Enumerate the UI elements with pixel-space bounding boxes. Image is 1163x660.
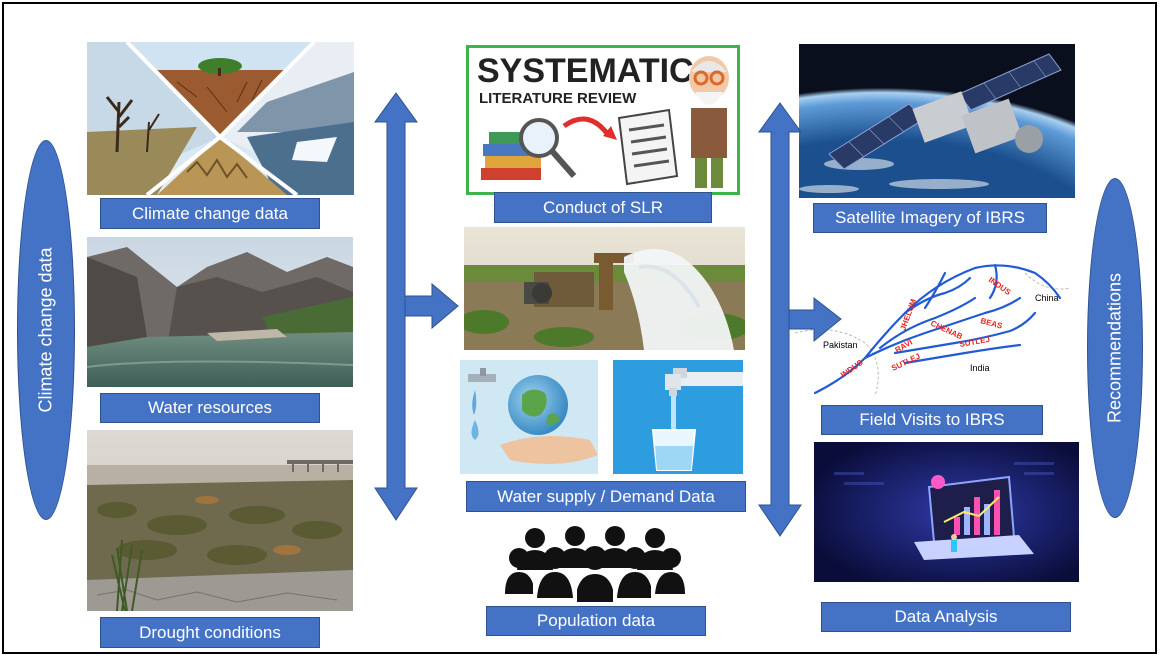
map-label-pakistan: Pakistan bbox=[823, 340, 858, 350]
data-analysis-image bbox=[814, 442, 1079, 582]
water-resources-label: Water resources bbox=[100, 393, 320, 423]
climate-change-ellipse bbox=[17, 140, 75, 520]
water-pump-image bbox=[464, 227, 745, 350]
water-resources-image bbox=[87, 237, 353, 387]
climate-change-data-label: Climate change data bbox=[100, 198, 320, 229]
satellite-image bbox=[799, 44, 1075, 198]
climate-collage-image bbox=[87, 42, 354, 195]
population-icon bbox=[505, 526, 685, 602]
slr-illustration bbox=[481, 56, 729, 188]
field-visits-label: Field Visits to IBRS bbox=[821, 405, 1043, 435]
population-data-label: Population data bbox=[486, 606, 706, 636]
recommendations-ellipse bbox=[1087, 178, 1143, 518]
drought-conditions-image bbox=[87, 430, 353, 611]
satellite-imagery-label: Satellite Imagery of IBRS bbox=[813, 203, 1047, 233]
tap-glass-image bbox=[613, 360, 743, 474]
slr-title-line1: SYSTEMATIC bbox=[477, 52, 694, 90]
globe-tap-image bbox=[460, 360, 598, 474]
slr-image: SYSTEMATIC LITERATURE REVIEW bbox=[466, 45, 740, 195]
ibrs-river-map: Pakistan China India INDUS JHELUM CHENAB… bbox=[795, 253, 1070, 396]
recommendations-ellipse-label: Recommendations bbox=[1104, 272, 1125, 424]
climate-change-ellipse-label: Climate change data bbox=[35, 247, 56, 413]
water-supply-demand-label: Water supply / Demand Data bbox=[466, 481, 746, 512]
map-label-india: India bbox=[970, 363, 990, 373]
slr-title-line2: LITERATURE REVIEW bbox=[479, 90, 637, 107]
data-analysis-label: Data Analysis bbox=[821, 602, 1071, 632]
map-label-china: China bbox=[1035, 293, 1059, 303]
drought-conditions-label: Drought conditions bbox=[100, 617, 320, 648]
conduct-of-slr-label: Conduct of SLR bbox=[494, 192, 712, 223]
